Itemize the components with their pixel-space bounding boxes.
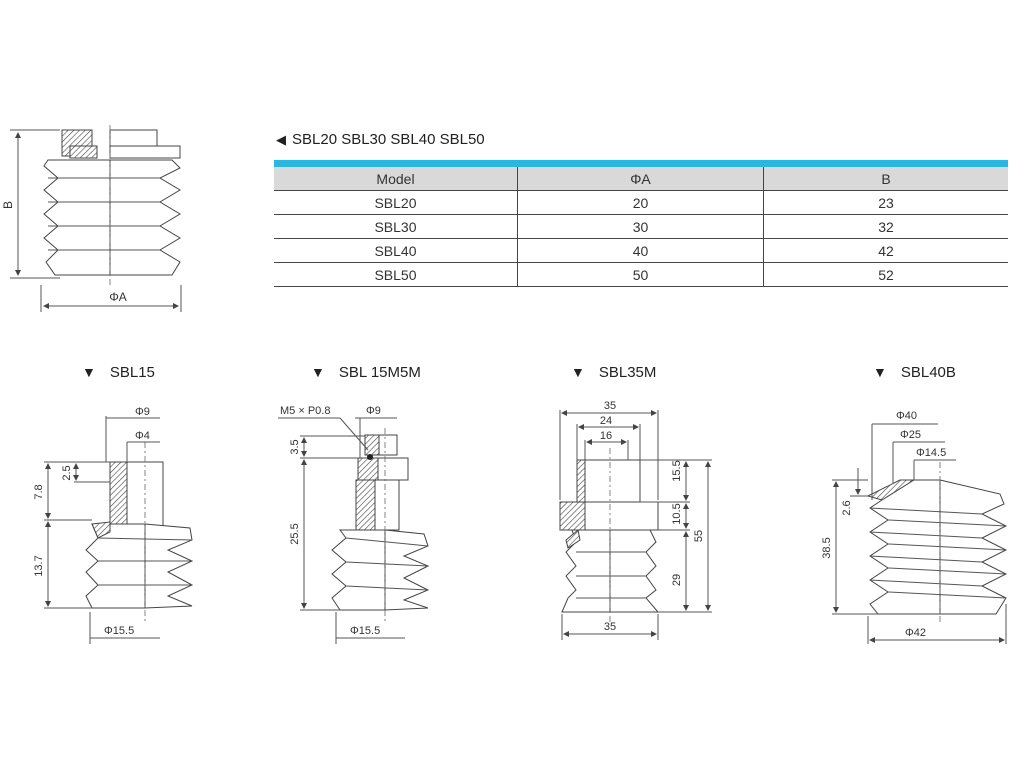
- sbl15m5m-d-base: Φ15.5: [350, 625, 380, 637]
- sbl40b-d-inner: Φ14.5: [916, 447, 946, 459]
- sbl15m5m-thread: M5 × P0.8: [280, 405, 330, 417]
- cell-height: 23: [763, 190, 1008, 215]
- cell-diameter: 50: [517, 262, 764, 287]
- down-triangle-icon: ▼: [311, 364, 325, 380]
- sbl15-d-inner: Φ4: [135, 430, 150, 442]
- down-triangle-icon: ▼: [873, 364, 887, 380]
- cell-model: SBL50: [274, 262, 518, 287]
- sbl40b-d-mid: Φ25: [900, 429, 921, 441]
- sbl35m-w-base: 35: [604, 621, 616, 633]
- cell-height: 42: [763, 238, 1008, 263]
- sbl15m5m-drawing: 3.5 25.5 M5 × P0.8 Φ9 Φ15.5: [278, 405, 430, 644]
- sbl35m-w-mid: 24: [600, 415, 612, 427]
- table-accent-bar: [274, 160, 1008, 167]
- sbl15m5m-h-top: 3.5: [289, 439, 301, 454]
- down-triangle-icon: ▼: [82, 364, 96, 380]
- sbl40b-d-base: Φ42: [905, 627, 926, 639]
- left-triangle-icon: ◀: [276, 132, 286, 147]
- sbl35m-w-inner: 16: [600, 430, 612, 442]
- spec-table: Model ΦA B SBL20 20 23 SBL30 30 32 SBL40…: [274, 160, 1008, 287]
- table-header-row: Model ΦA B: [274, 167, 1008, 191]
- dim-diameter-label: ΦA: [109, 290, 127, 304]
- cell-model: SBL40: [274, 238, 518, 263]
- sbl35m-title: ▼ SBL35M: [571, 364, 656, 381]
- sbl40b-h-total: 38.5: [821, 537, 833, 558]
- cell-height: 32: [763, 214, 1008, 239]
- sbl35m-h-neck: 10.5: [671, 503, 683, 524]
- sbl35m-w-outer: 35: [604, 400, 616, 412]
- cell-model: SBL30: [274, 214, 518, 239]
- cell-height: 52: [763, 262, 1008, 287]
- sbl15m5m-title: ▼ SBL 15M5M: [311, 364, 421, 381]
- header-height: B: [763, 167, 1008, 191]
- sbl15-h-bellows: 13.7: [33, 555, 45, 576]
- sbl40b-title: ▼ SBL40B: [873, 364, 956, 381]
- sbl40b-d-outer: Φ40: [896, 410, 917, 422]
- sbl15-h-top: 2.5: [61, 465, 73, 480]
- table-row: SBL20 20 23: [274, 190, 1008, 215]
- down-triangle-icon: ▼: [571, 364, 585, 380]
- sbl40b-h-lip: 2.6: [841, 500, 853, 515]
- spec-table-title: ◀ SBL20 SBL30 SBL40 SBL50: [276, 131, 485, 148]
- header-diameter: ΦA: [517, 167, 764, 191]
- table-row: SBL50 50 52: [274, 262, 1008, 287]
- dim-height-label: B: [1, 201, 15, 209]
- table-row: SBL40 40 42: [274, 238, 1008, 263]
- spec-table-title-text: SBL20 SBL30 SBL40 SBL50: [292, 131, 485, 148]
- cell-diameter: 30: [517, 214, 764, 239]
- sbl15m5m-d-outer: Φ9: [366, 405, 381, 417]
- cell-diameter: 20: [517, 190, 764, 215]
- sbl15-title-text: SBL15: [109, 364, 155, 381]
- sbl35m-title-text: SBL35M: [598, 364, 657, 381]
- sbl15-title: ▼ SBL15: [82, 364, 155, 381]
- sbl15-d-outer: Φ9: [135, 406, 150, 418]
- sbl15m5m-h-body: 25.5: [289, 523, 301, 544]
- generic-bellows-drawing: B ΦA: [1, 125, 182, 312]
- sbl40b-title-text: SBL40B: [900, 364, 956, 381]
- table-row: SBL30 30 32: [274, 214, 1008, 239]
- sbl15-d-base: Φ15.5: [104, 625, 134, 637]
- cell-diameter: 40: [517, 238, 764, 263]
- sbl15-drawing: Φ9 Φ4 2.5 7.8 13.7 Φ15.5: [33, 406, 194, 644]
- sbl35m-h-total: 55: [693, 530, 705, 542]
- sbl35m-h-top: 15.5: [671, 460, 683, 481]
- sbl35m-drawing: 35 24 16 15.5 10.5 29 55 35: [559, 400, 712, 640]
- sbl15-h-neck: 7.8: [33, 484, 45, 499]
- sbl15m5m-title-text: SBL 15M5M: [338, 364, 421, 381]
- sbl35m-h-bellows: 29: [671, 574, 683, 586]
- header-model: Model: [274, 167, 518, 191]
- sbl40b-drawing: Φ40 Φ25 Φ14.5 2.6 38.5 Φ42: [821, 410, 1008, 644]
- cell-model: SBL20: [274, 190, 518, 215]
